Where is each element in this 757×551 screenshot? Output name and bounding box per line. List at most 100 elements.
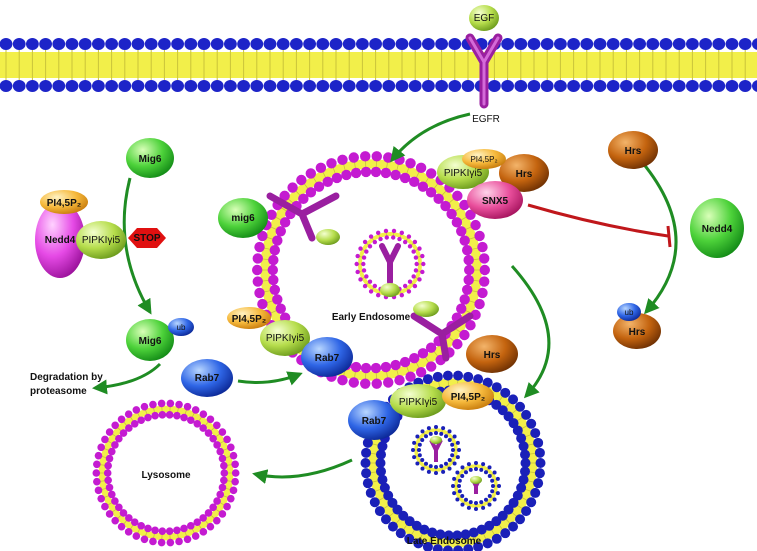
lipid-head (383, 490, 394, 501)
svg-text:Rab7: Rab7 (362, 416, 387, 427)
lipid-head (417, 277, 422, 282)
lipid-head (149, 537, 157, 546)
lipid-head (593, 38, 607, 50)
lipid-head (229, 486, 238, 495)
mig6-small-node: mig6 (218, 198, 268, 238)
lipid-head (425, 168, 437, 179)
lipid-head (491, 484, 495, 488)
endosome-receptor-right (410, 301, 474, 362)
lipid-head (518, 441, 529, 452)
lipid-head (130, 419, 139, 428)
lipid-head (424, 461, 429, 466)
lipid-head (197, 80, 211, 92)
lipid-head (408, 80, 422, 92)
lipid-head (180, 524, 188, 533)
lipid-head (482, 377, 493, 388)
lipid-head (119, 429, 128, 437)
lipid-head (526, 418, 537, 429)
svg-text:STOP: STOP (133, 233, 160, 244)
lipid-head (250, 80, 264, 92)
lipid-head (348, 152, 359, 163)
svg-text:Hrs: Hrs (625, 146, 642, 157)
lipid-head (377, 474, 388, 485)
lipid-head (191, 406, 200, 414)
lipid-head (407, 244, 413, 249)
egfr-label: EGFR (472, 114, 500, 125)
lipid-head (92, 80, 105, 92)
lipid-head (379, 482, 390, 493)
lipid-head (364, 274, 369, 279)
lipid-head (461, 245, 473, 256)
lipid-head (213, 421, 221, 430)
lipid-head (337, 154, 348, 166)
lipid-head (267, 264, 278, 276)
lipid-head (483, 497, 488, 502)
svg-text:PI4,5P₂: PI4,5P₂ (451, 392, 485, 403)
lipid-head (151, 526, 159, 535)
lipid-head (463, 274, 474, 286)
svg-text:PI4,5P₂: PI4,5P₂ (470, 155, 497, 164)
lipid-head (453, 545, 464, 551)
lipid-head (441, 426, 446, 431)
lipid-head (375, 466, 386, 477)
lipid-head (593, 80, 607, 92)
lipid-head (456, 226, 467, 237)
lipid-head (97, 443, 105, 452)
lipid-head (474, 230, 485, 242)
lipid-head (420, 457, 425, 462)
lipid-head (516, 433, 527, 444)
lipid-head (434, 425, 438, 429)
lipid-head (457, 484, 461, 488)
lipid-head (460, 502, 465, 507)
lipid-head (370, 166, 382, 178)
lipid-head (530, 487, 541, 498)
lipid-head (460, 493, 465, 498)
lipid-head (491, 533, 502, 544)
lipid-head (305, 168, 317, 179)
hrs-right-node: Hrs (608, 131, 658, 169)
lipid-head (394, 374, 405, 386)
lipid-head (533, 437, 544, 448)
lipid-head (115, 434, 123, 443)
lipid-head (199, 528, 208, 536)
lipid-head (115, 503, 123, 512)
lipid-head (337, 374, 348, 386)
lipid-head (275, 303, 286, 314)
lipid-head (405, 158, 416, 169)
lipid-head (92, 38, 105, 50)
lipid-head (567, 38, 580, 50)
lipid-head (399, 356, 411, 368)
svg-text:SNX5: SNX5 (482, 196, 509, 207)
lipid-head (355, 269, 360, 275)
lipid-head (93, 460, 101, 469)
lipid-head (250, 38, 264, 50)
lipid-head (455, 470, 460, 475)
pi45p2-top-node: PI4,5P₂ (462, 149, 506, 169)
lipid-head (105, 428, 114, 436)
hrs-to-hrsub-arrow (640, 161, 678, 315)
svg-text:Rab7: Rab7 (195, 373, 220, 384)
lipid-head (78, 80, 92, 92)
lipid-head (279, 217, 291, 228)
lipid-head (107, 490, 116, 499)
lipid-head (358, 277, 363, 282)
lipid-head (111, 497, 119, 505)
lipid-head (257, 230, 268, 242)
lipid-head (104, 461, 112, 470)
lipid-head (447, 457, 452, 462)
lipid-head (213, 441, 221, 449)
lipid-head (342, 38, 356, 50)
lipid-head (361, 268, 367, 273)
lipid-head (166, 538, 175, 547)
lipid-head (375, 458, 386, 468)
pipk-late-node: PIPKIγi5 (390, 384, 446, 418)
lipid-head (451, 217, 463, 228)
lipid-head (180, 413, 188, 422)
lipid-head (481, 462, 486, 467)
lipid-head (350, 167, 362, 179)
lipid-head (303, 80, 316, 92)
lipid-head (101, 435, 109, 444)
lipid-head (252, 264, 263, 276)
lipid-head (672, 80, 686, 92)
